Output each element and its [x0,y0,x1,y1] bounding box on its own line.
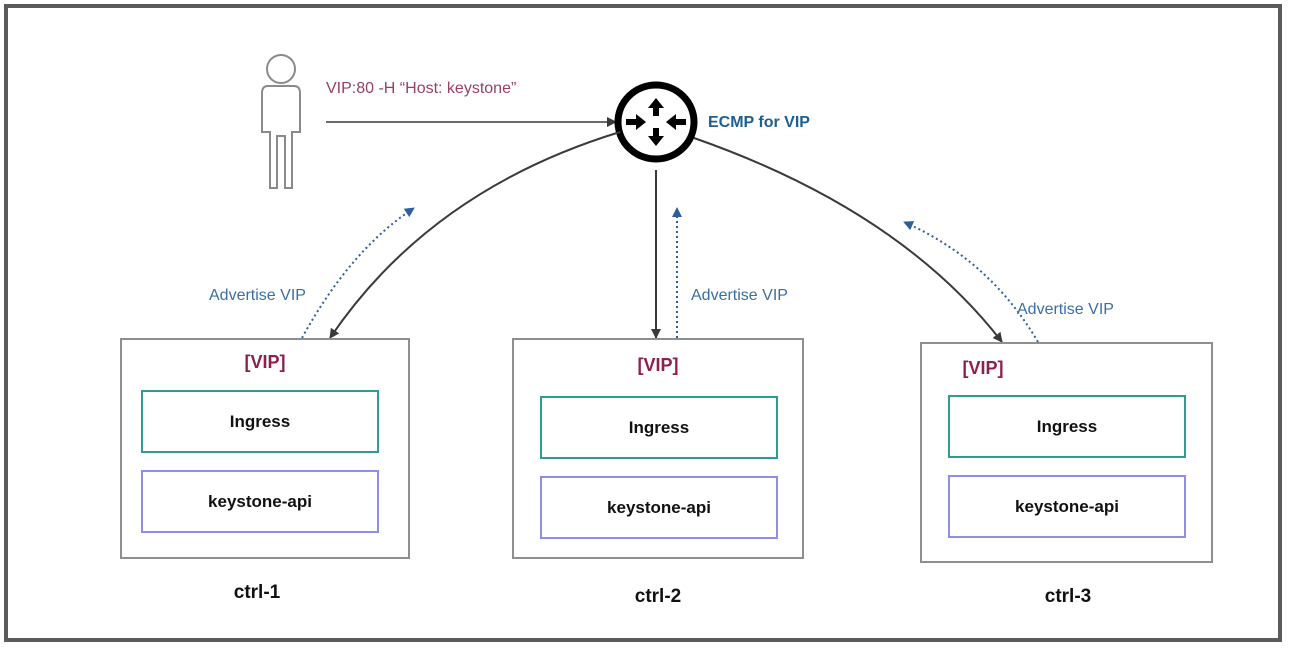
advertise-label-ctrl-3: Advertise VIP [1017,301,1114,318]
router-label: ECMP for VIP [708,114,810,131]
route-arrow-ctrl-1 [329,131,621,339]
vip-label: [VIP] [637,355,679,375]
keystone-api-box: keystone-api [540,476,778,539]
keystone-api-box: keystone-api [141,470,379,533]
route-arrow-ctrl-3 [693,137,1003,343]
ingress-box: Ingress [141,390,379,453]
ingress-box: Ingress [948,395,1186,458]
ingress-box: Ingress [540,396,778,459]
controller-name-ctrl-3: ctrl-3 [1044,586,1092,607]
advertise-label-ctrl-1: Advertise VIP [209,287,306,304]
controller-ctrl-3: [VIP] Ingress keystone-api [920,342,1213,563]
vip-label: [VIP] [244,352,286,372]
advertise-arrow-ctrl-1 [301,207,415,339]
request-label: VIP:80 -H “Host: keystone” [326,80,517,97]
controller-name-ctrl-2: ctrl-2 [634,586,682,607]
controller-ctrl-2: [VIP] Ingress keystone-api [512,338,804,559]
router-icon [614,81,698,163]
advertise-label-ctrl-2: Advertise VIP [691,287,788,304]
keystone-api-box: keystone-api [948,475,1186,538]
advertise-arrow-ctrl-3 [903,221,1039,343]
vip-label: [VIP] [962,358,1004,378]
user-icon [261,54,301,189]
controller-ctrl-1: [VIP] Ingress keystone-api [120,338,410,559]
diagram-frame [4,4,1282,642]
controller-name-ctrl-1: ctrl-1 [233,582,281,603]
